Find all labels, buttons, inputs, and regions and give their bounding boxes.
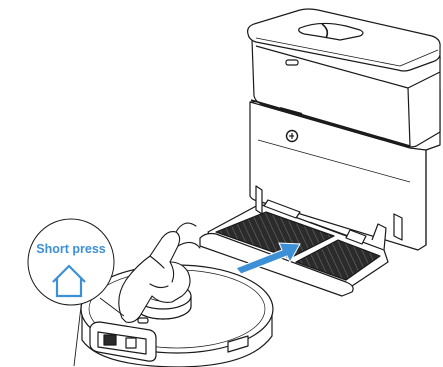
station-logo-icon [287, 131, 298, 142]
callout-label: Short press [36, 242, 106, 256]
power-button [138, 318, 148, 323]
bin-latch [286, 60, 298, 65]
